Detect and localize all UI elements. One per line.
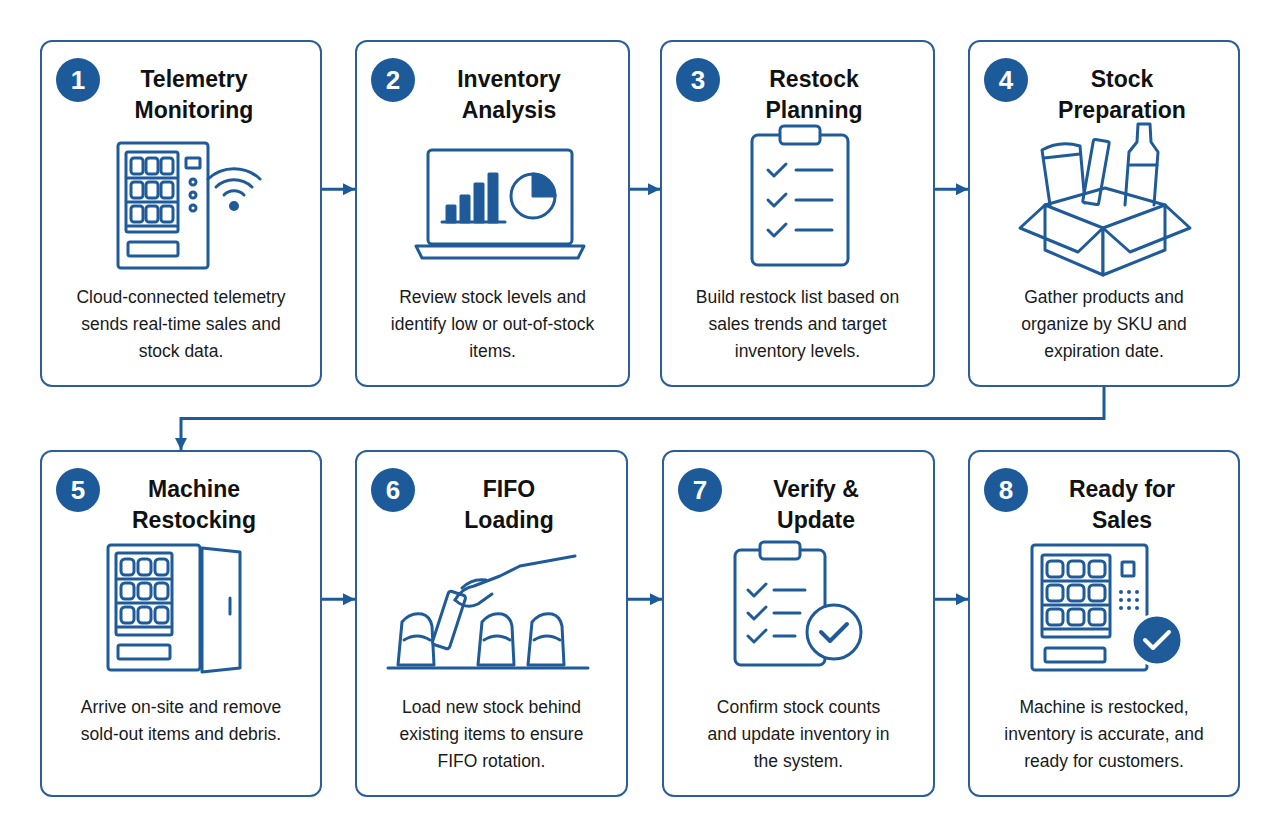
step-card: Telemetry MonitoringCloud-connected tele… (40, 40, 322, 387)
step-number: 2 (371, 58, 415, 102)
flow-arrow (935, 188, 968, 191)
step-description: Build restock list based on sales trends… (683, 284, 913, 365)
step-number: 4 (984, 58, 1028, 102)
step-description: Review stock levels and identify low or … (373, 284, 613, 365)
flow-arrow (935, 598, 968, 601)
callout-number: 7 (693, 477, 707, 503)
callout-number: 8 (999, 477, 1013, 503)
step-number: 3 (676, 58, 720, 102)
step-number: 5 (56, 468, 100, 512)
step-title: Restock Planning (744, 64, 884, 126)
step-title: Verify & Update (746, 474, 886, 536)
step-card: Stock PreparationGather products and org… (968, 40, 1240, 387)
step-card: Ready for SalesMachine is restocked, inv… (968, 450, 1240, 797)
flow-arrow (322, 188, 355, 191)
callout-number: 6 (386, 477, 400, 503)
step-number: 7 (678, 468, 722, 512)
callout-number: 5 (71, 477, 85, 503)
step-card: Machine RestockingArrive on-site and rem… (40, 450, 322, 797)
step-description: Load new stock behind existing items to … (384, 694, 599, 775)
step-card: Verify & UpdateConfirm stock counts and … (662, 450, 935, 797)
step-description: Arrive on-site and remove sold-out items… (69, 694, 294, 748)
step-card: Inventory AnalysisReview stock levels an… (355, 40, 630, 387)
callout-number: 3 (691, 67, 705, 93)
step-title: Ready for Sales (1052, 474, 1192, 536)
step-description: Machine is restocked, inventory is accur… (998, 694, 1210, 775)
step-title: Stock Preparation (1052, 64, 1192, 126)
step-description: Gather products and organize by SKU and … (997, 284, 1212, 365)
step-card: FIFO LoadingLoad new stock behind existi… (355, 450, 628, 797)
step-title: Machine Restocking (124, 474, 264, 536)
callout-number: 4 (999, 67, 1013, 93)
callout-number: 1 (71, 67, 85, 93)
step-description: Cloud-connected telemetry sends real-tim… (64, 284, 299, 365)
flow-arrow (628, 598, 662, 601)
step-description: Confirm stock counts and update inventor… (706, 694, 891, 775)
flow-arrow (181, 387, 1104, 450)
flow-arrow (322, 598, 355, 601)
step-card: Restock PlanningBuild restock list based… (660, 40, 935, 387)
step-number: 1 (56, 58, 100, 102)
flow-arrow (630, 188, 660, 191)
step-number: 6 (371, 468, 415, 512)
step-number: 8 (984, 468, 1028, 512)
step-title: FIFO Loading (439, 474, 579, 536)
step-title: Inventory Analysis (439, 64, 579, 126)
step-title: Telemetry Monitoring (124, 64, 264, 126)
callout-number: 2 (386, 67, 400, 93)
